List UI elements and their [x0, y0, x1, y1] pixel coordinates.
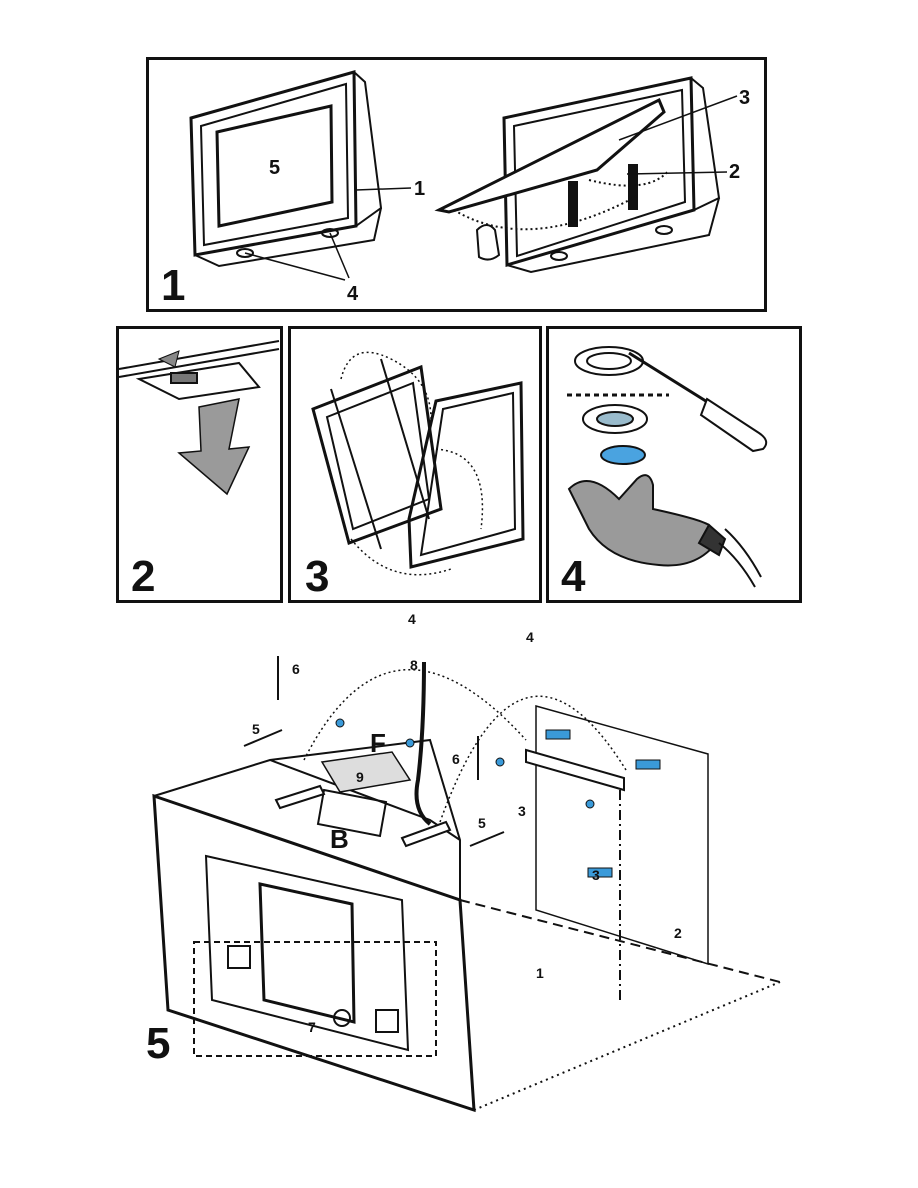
wall-bracket: [526, 750, 624, 790]
hood-closed: [191, 72, 381, 266]
callout-screw-3b: 3: [592, 867, 600, 883]
screw-icon: [336, 719, 344, 727]
panel-4: 4: [546, 326, 802, 603]
grease-filter-f: [322, 752, 410, 792]
lamp-cover: [575, 347, 643, 375]
panel-4-number: 4: [561, 555, 585, 599]
callout-arc-right-4: 4: [526, 629, 534, 645]
hood-open: [439, 78, 719, 272]
panel-4-drawing: [549, 329, 805, 606]
wall-plug-icon: [546, 730, 570, 739]
lamp-lens: [601, 446, 645, 464]
hood-front-panel: [154, 796, 474, 1110]
callout-4: 4: [347, 283, 359, 305]
screwdriver-handle: [701, 399, 766, 451]
callout-3: 3: [739, 87, 750, 109]
screw-icon: [496, 758, 504, 766]
callout-arc-left-4: 4: [408, 611, 416, 627]
panel-5-number: 5: [146, 1022, 170, 1066]
callout-2: 2: [729, 161, 740, 183]
callout-spring-right-6: 6: [452, 751, 460, 767]
panel-2: 2: [116, 326, 283, 603]
callout-cable-8: 8: [410, 657, 418, 673]
callout-spring-left-6: 6: [292, 661, 300, 677]
panel-1: 5 1 2 3 4 1: [146, 57, 767, 312]
callout-arrow-right-5: 5: [478, 815, 486, 831]
panel-3-number: 3: [305, 555, 329, 599]
panel-2-number: 2: [131, 555, 155, 599]
panel-1-drawing: 5 1 2 3 4: [149, 60, 770, 315]
rail-left: [276, 786, 324, 808]
opening-b: [318, 790, 386, 836]
callout-knob-7: 7: [308, 1019, 316, 1035]
panel-5: 4 4 6 6 8 9 F B 5 5 3 3 2 1 7 5: [140, 610, 820, 1130]
panel-5-drawing: 4 4 6 6 8 9 F B 5 5 3 3 2 1 7: [140, 610, 820, 1130]
callout-screen-5: 5: [269, 157, 280, 179]
rail-right: [402, 822, 450, 846]
callout-wall-2: 2: [674, 925, 682, 941]
light-box-left: [228, 946, 250, 968]
callout-b: B: [330, 824, 349, 854]
callout-arrow-left-5: 5: [252, 721, 260, 737]
wall-plug-icon: [636, 760, 660, 769]
push-arrow: [159, 351, 179, 367]
callout-screw-3a: 3: [518, 803, 526, 819]
power-cable: [417, 662, 431, 824]
panel-3: 3: [288, 326, 542, 603]
callout-1: 1: [414, 178, 425, 200]
down-arrow: [179, 399, 249, 494]
arc-left: [304, 670, 526, 760]
glove: [569, 475, 719, 565]
callout-hand-1: 1: [536, 965, 544, 981]
light-box-right: [376, 1010, 398, 1032]
screw-icon: [586, 800, 594, 808]
callout-filter-9: 9: [356, 769, 364, 785]
screw-icon: [406, 739, 414, 747]
callout-f: F: [370, 728, 386, 758]
panel-1-number: 1: [161, 264, 185, 308]
